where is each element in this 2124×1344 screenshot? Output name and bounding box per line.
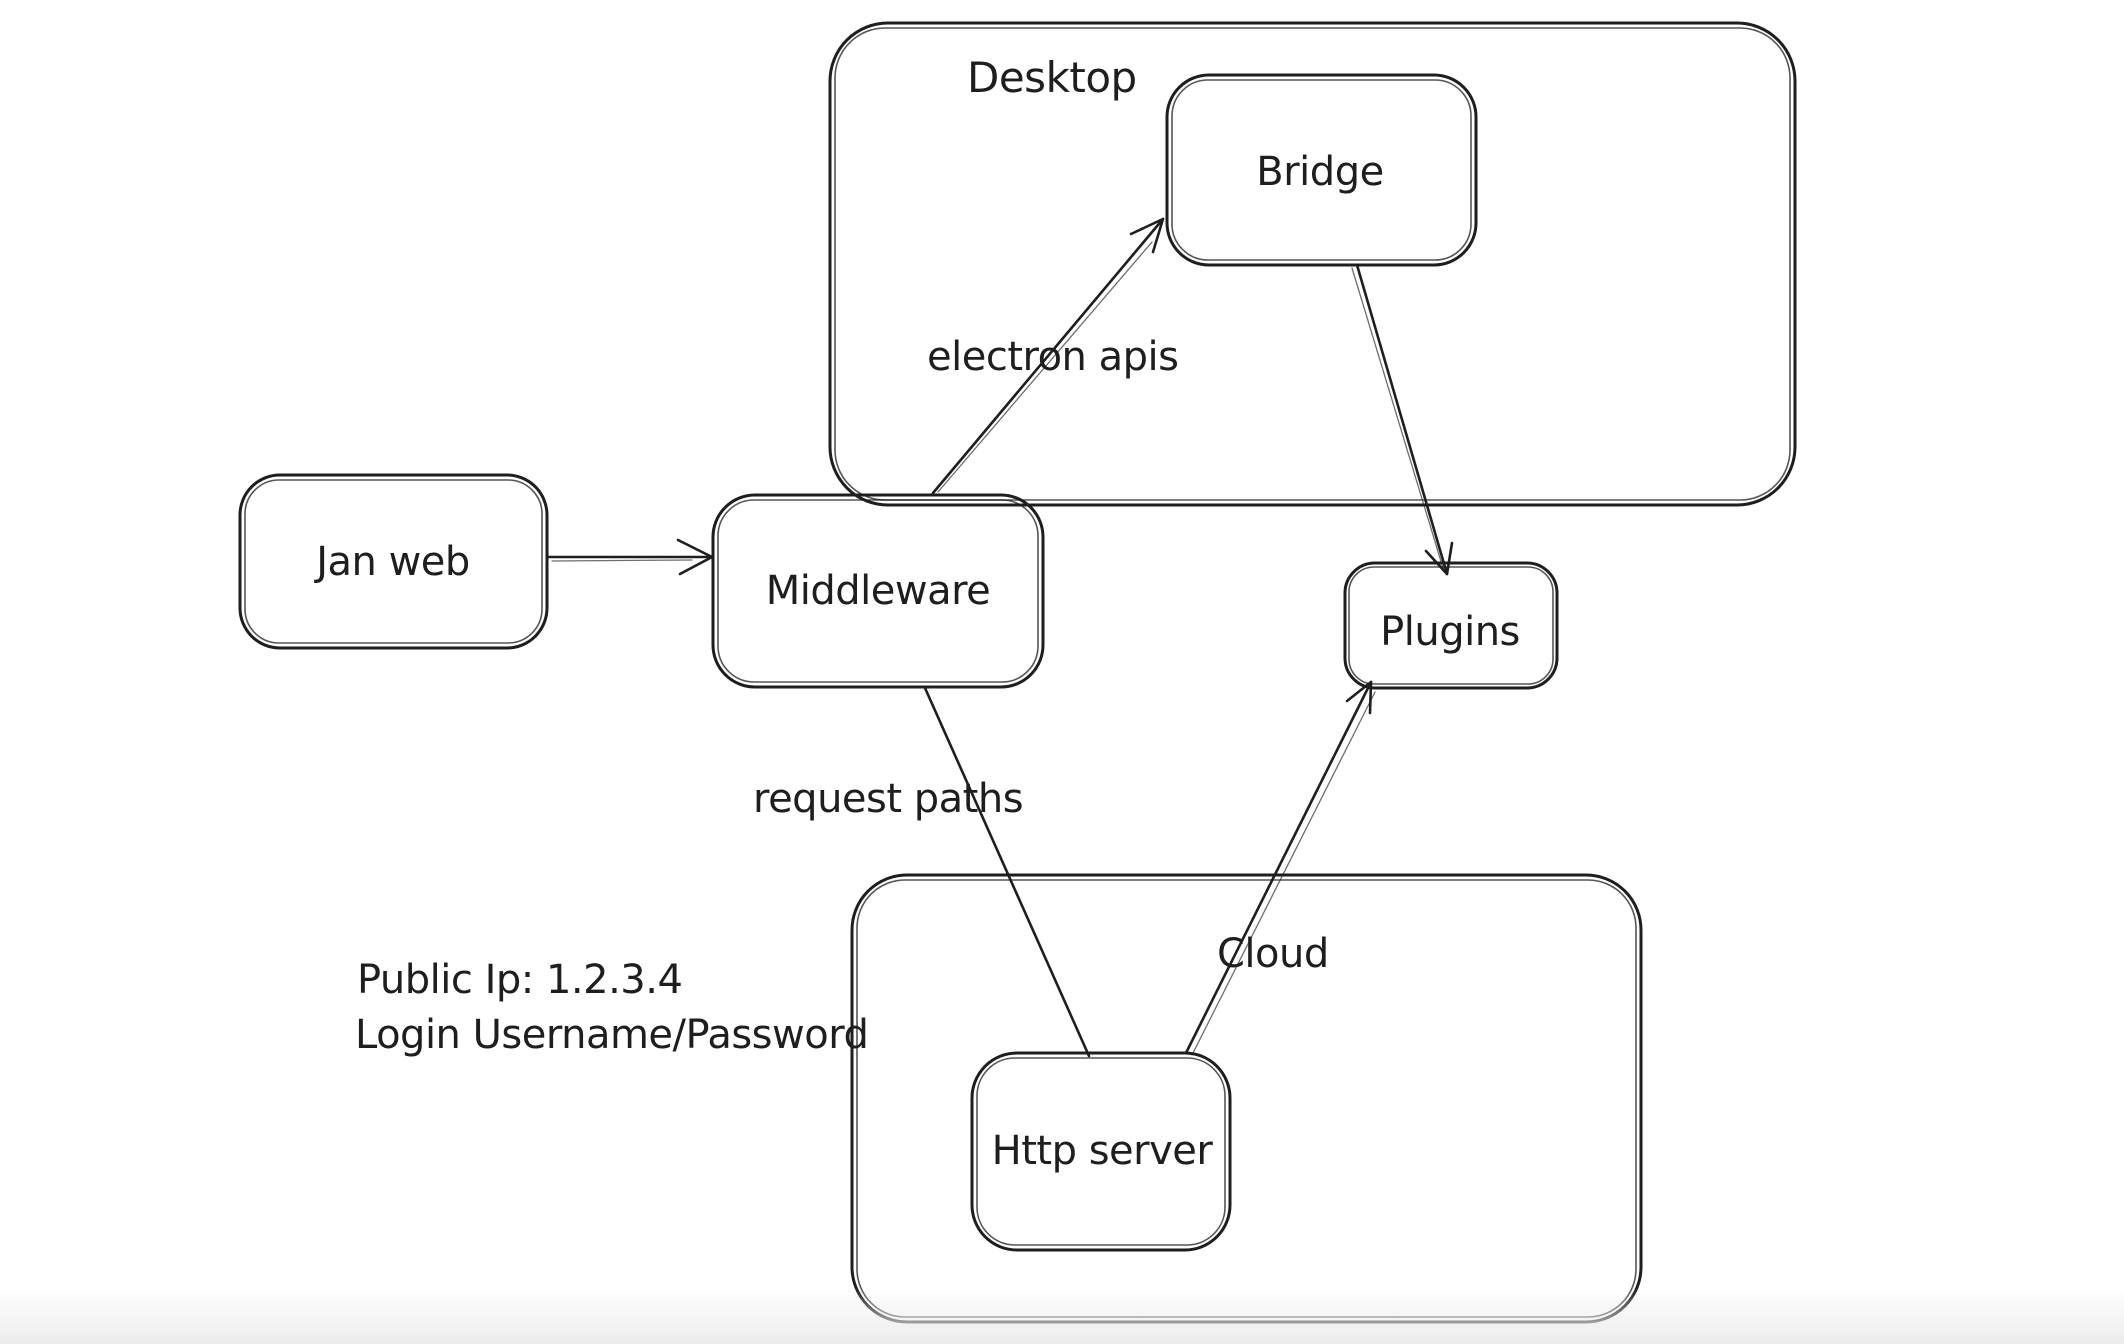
bridge-label: Bridge — [1256, 149, 1383, 195]
edge-jan-web-to-middleware[interactable] — [547, 538, 714, 576]
edge-middleware-to-http-server[interactable] — [923, 686, 1091, 1058]
desktop-container-sketch-stroke — [834, 27, 1791, 501]
jan-web-label: Jan web — [313, 539, 470, 585]
node-http-server[interactable]: Http server — [970, 1051, 1232, 1252]
node-middleware[interactable]: Middleware — [711, 493, 1045, 689]
node-bridge[interactable]: Bridge — [1165, 73, 1478, 267]
annotation-login[interactable]: Login Username/Password — [355, 1012, 869, 1058]
middleware-sketch-stroke — [717, 499, 1039, 683]
middleware-box — [711, 493, 1045, 689]
desktop-container-label[interactable]: Desktop — [967, 53, 1137, 102]
jan-web-sketch-stroke — [244, 479, 543, 644]
edge-http-server-to-plugins[interactable] — [1184, 680, 1376, 1056]
http-server-label: Http server — [992, 1128, 1214, 1174]
container-desktop[interactable] — [828, 21, 1797, 507]
bridge-to-plugins-sketch-stroke — [1351, 267, 1444, 569]
edge-middleware-to-bridge[interactable] — [931, 217, 1165, 495]
jan-web-box — [238, 473, 549, 650]
node-jan-web[interactable]: Jan web — [238, 473, 549, 650]
plugins-sketch-stroke — [1348, 566, 1554, 685]
http-server-box — [970, 1051, 1232, 1252]
bridge-to-plugins-line — [1355, 263, 1449, 576]
edge-bridge-to-plugins[interactable] — [1351, 263, 1454, 576]
http-server-to-plugins-arrowhead — [1345, 680, 1373, 715]
plugins-box — [1343, 561, 1559, 690]
middleware-to-bridge-sketch-stroke — [937, 241, 1153, 493]
bridge-box — [1165, 73, 1478, 267]
desktop-container-box — [828, 21, 1797, 507]
http-server-to-plugins-sketch-stroke — [1191, 691, 1376, 1056]
cloud-container-label[interactable]: Cloud — [1217, 931, 1329, 977]
node-plugins[interactable]: Plugins — [1343, 561, 1559, 690]
annotation-public-ip[interactable]: Public Ip: 1.2.3.4 — [357, 957, 683, 1003]
middleware-label: Middleware — [766, 568, 991, 614]
middleware-to-bridge-arrowhead — [1129, 217, 1165, 254]
jan-web-to-middleware-arrowhead — [676, 538, 714, 576]
middleware-to-bridge-line — [931, 217, 1165, 495]
bridge-sketch-stroke — [1171, 79, 1472, 261]
http-server-sketch-stroke — [976, 1057, 1226, 1246]
bridge-to-plugins-arrowhead — [1424, 541, 1454, 576]
middleware-to-http-server-line — [923, 686, 1091, 1058]
http-server-to-plugins-line — [1184, 680, 1373, 1055]
plugins-label: Plugins — [1380, 609, 1520, 655]
jan-web-to-middleware-sketch-stroke — [551, 559, 693, 562]
edge-label-request-paths[interactable]: request paths — [753, 776, 1024, 822]
